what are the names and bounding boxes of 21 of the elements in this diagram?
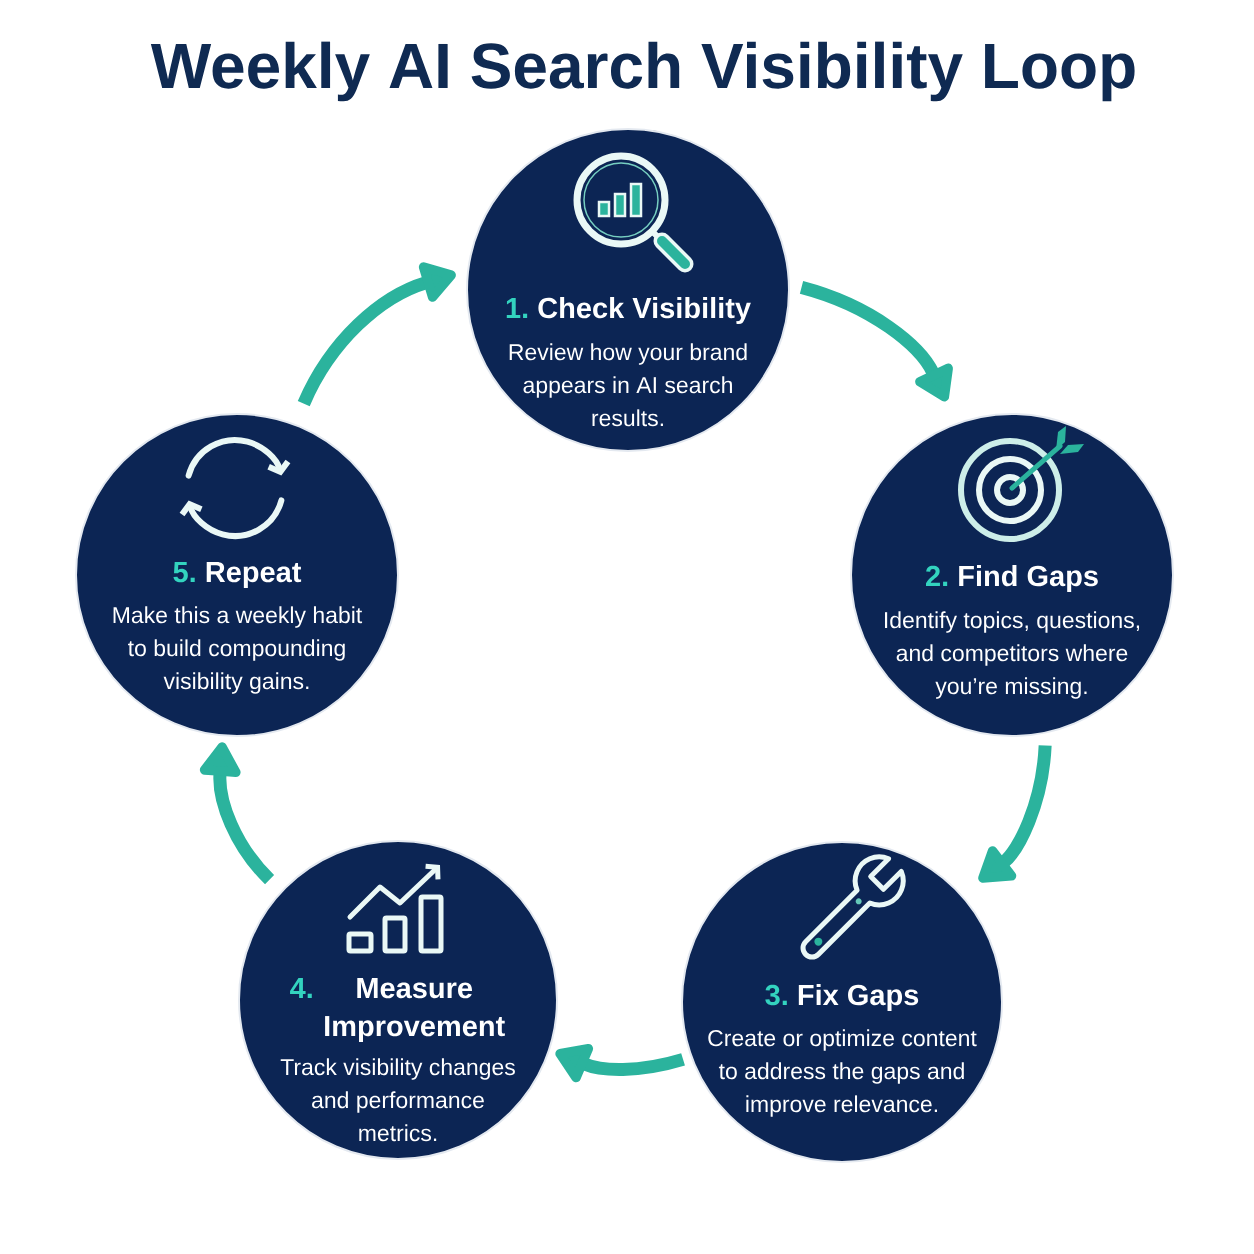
step-title: Check Visibility xyxy=(538,297,751,325)
step-number: 4. xyxy=(290,978,312,998)
arrow xyxy=(199,742,275,885)
step-description: Make this a weekly habit to build compounding visibility gains. xyxy=(113,606,363,694)
arrow xyxy=(555,1043,685,1083)
step-number: 5. xyxy=(173,562,195,583)
title: Weekly AI Search Visibility Loop xyxy=(150,41,1135,102)
step-description: Create or optimize content to address the gaps and improve relevance. xyxy=(708,1029,977,1117)
step-number: 3. xyxy=(765,984,787,1006)
step-description: Identify topics, questions, and competitors where you’re missing. xyxy=(885,611,1140,699)
step-description: Review how your brand appears in AI search results. xyxy=(509,343,747,427)
arrow xyxy=(799,281,953,402)
step-title: Fix Gaps xyxy=(798,984,919,1012)
step-number: 2. xyxy=(926,565,948,586)
step-title: Measure Improvement xyxy=(325,978,505,1043)
step-number: 1. xyxy=(506,298,528,318)
arrow xyxy=(978,744,1052,883)
step-title: Repeat xyxy=(206,562,302,589)
step-description: Track visibility changes and performance metrics. xyxy=(280,1058,515,1142)
arrow xyxy=(297,262,456,407)
step-title: Find Gaps xyxy=(959,565,1098,593)
